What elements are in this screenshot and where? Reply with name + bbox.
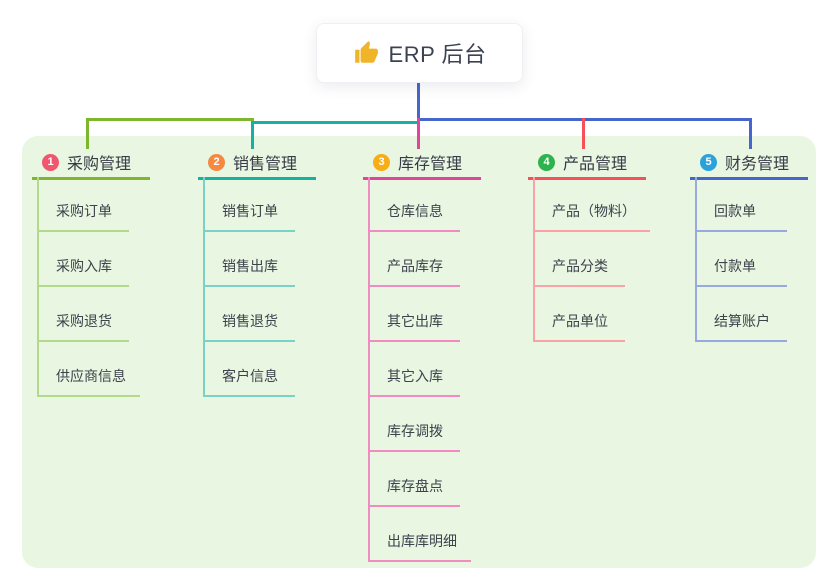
branch-rail <box>695 177 697 342</box>
node-label: 库存盘点 <box>387 478 443 494</box>
connector-v-branch4 <box>582 118 585 149</box>
node-sales-return[interactable]: 销售退货 <box>203 287 295 342</box>
node-supplier-info[interactable]: 供应商信息 <box>37 342 140 397</box>
connector-h-branch1 <box>86 118 254 121</box>
node-settlement-account[interactable]: 结算账户 <box>695 287 787 342</box>
node-label: 付款单 <box>714 258 756 274</box>
branch-label: 产品管理 <box>563 156 628 173</box>
node-label: 销售订单 <box>222 203 278 219</box>
branch-node-purchasing[interactable]: 1 采购管理 <box>32 147 150 180</box>
node-outbound-detail[interactable]: 出库库明细 <box>368 507 471 562</box>
connector-v-branch5 <box>749 118 752 149</box>
node-label: 其它出库 <box>387 313 443 329</box>
node-label: 库存调拨 <box>387 423 443 439</box>
node-sales-order[interactable]: 销售订单 <box>203 177 295 232</box>
node-product-unit[interactable]: 产品单位 <box>533 287 625 342</box>
branch-label: 采购管理 <box>67 156 132 173</box>
connector-root-stem <box>417 83 420 121</box>
node-label: 采购入库 <box>56 258 112 274</box>
branch-finance: 5 财务管理 回款单 付款单 结算账户 <box>690 147 839 342</box>
node-customer-info[interactable]: 客户信息 <box>203 342 295 397</box>
node-label: 客户信息 <box>222 368 278 384</box>
node-label: 仓库信息 <box>387 203 443 219</box>
node-label: 销售退货 <box>222 313 278 329</box>
node-payment-bill[interactable]: 付款单 <box>695 232 787 287</box>
badge-3: 3 <box>373 153 390 171</box>
node-label: 产品单位 <box>552 313 608 329</box>
node-label: 出库库明细 <box>387 533 457 549</box>
badge-5: 5 <box>700 153 717 171</box>
root-node-label: ERP 后台 <box>388 42 487 67</box>
node-product-category[interactable]: 产品分类 <box>533 232 625 287</box>
branch-label: 库存管理 <box>398 156 463 173</box>
branch-rail <box>533 177 535 342</box>
badge-4: 4 <box>538 153 555 171</box>
node-label: 结算账户 <box>714 313 770 329</box>
branch-node-finance[interactable]: 5 财务管理 <box>690 147 808 180</box>
branch-label: 销售管理 <box>233 156 298 173</box>
branch-rail <box>368 177 370 562</box>
thumbs-up-icon <box>354 41 378 63</box>
node-label: 其它入库 <box>387 368 443 384</box>
node-label: 产品库存 <box>387 258 443 274</box>
node-other-inbound[interactable]: 其它入库 <box>368 342 460 397</box>
branch-rail <box>203 177 205 397</box>
node-stock-taking[interactable]: 库存盘点 <box>368 452 460 507</box>
node-purchase-inbound[interactable]: 采购入库 <box>37 232 129 287</box>
branch-inventory: 3 库存管理 仓库信息 产品库存 其它出库 其它入库 库存调拨 库存盘点 出库库… <box>363 147 533 562</box>
node-product-stock[interactable]: 产品库存 <box>368 232 460 287</box>
node-product-material[interactable]: 产品（物料） <box>533 177 650 232</box>
connector-v-branch3 <box>417 118 420 149</box>
branch-sales: 2 销售管理 销售订单 销售出库 销售退货 客户信息 <box>198 147 368 397</box>
node-label: 采购退货 <box>56 313 112 329</box>
branch-node-sales[interactable]: 2 销售管理 <box>198 147 316 180</box>
branch-purchasing: 1 采购管理 采购订单 采购入库 采购退货 供应商信息 <box>32 147 202 397</box>
badge-1: 1 <box>42 153 59 171</box>
node-sales-outbound[interactable]: 销售出库 <box>203 232 295 287</box>
branch-product: 4 产品管理 产品（物料） 产品分类 产品单位 <box>528 147 698 342</box>
node-label: 销售出库 <box>222 258 278 274</box>
root-node-erp[interactable]: ERP 后台 <box>316 23 523 83</box>
node-label: 供应商信息 <box>56 368 126 384</box>
node-label: 产品分类 <box>552 258 608 274</box>
node-other-outbound[interactable]: 其它出库 <box>368 287 460 342</box>
connector-v-branch1 <box>86 118 89 149</box>
branches-panel <box>22 136 816 568</box>
badge-2: 2 <box>208 153 225 171</box>
connector-h-branch2 <box>251 121 419 124</box>
branch-node-product[interactable]: 4 产品管理 <box>528 147 646 180</box>
branch-label: 财务管理 <box>725 156 790 173</box>
node-stock-transfer[interactable]: 库存调拨 <box>368 397 460 452</box>
node-label: 采购订单 <box>56 203 112 219</box>
connector-v-branch2 <box>251 121 254 149</box>
node-label: 产品（物料） <box>552 203 636 219</box>
node-label: 回款单 <box>714 203 756 219</box>
branch-rail <box>37 177 39 397</box>
node-purchase-order[interactable]: 采购订单 <box>37 177 129 232</box>
node-purchase-return[interactable]: 采购退货 <box>37 287 129 342</box>
branch-node-inventory[interactable]: 3 库存管理 <box>363 147 481 180</box>
node-receipt-bill[interactable]: 回款单 <box>695 177 787 232</box>
node-warehouse-info[interactable]: 仓库信息 <box>368 177 460 232</box>
